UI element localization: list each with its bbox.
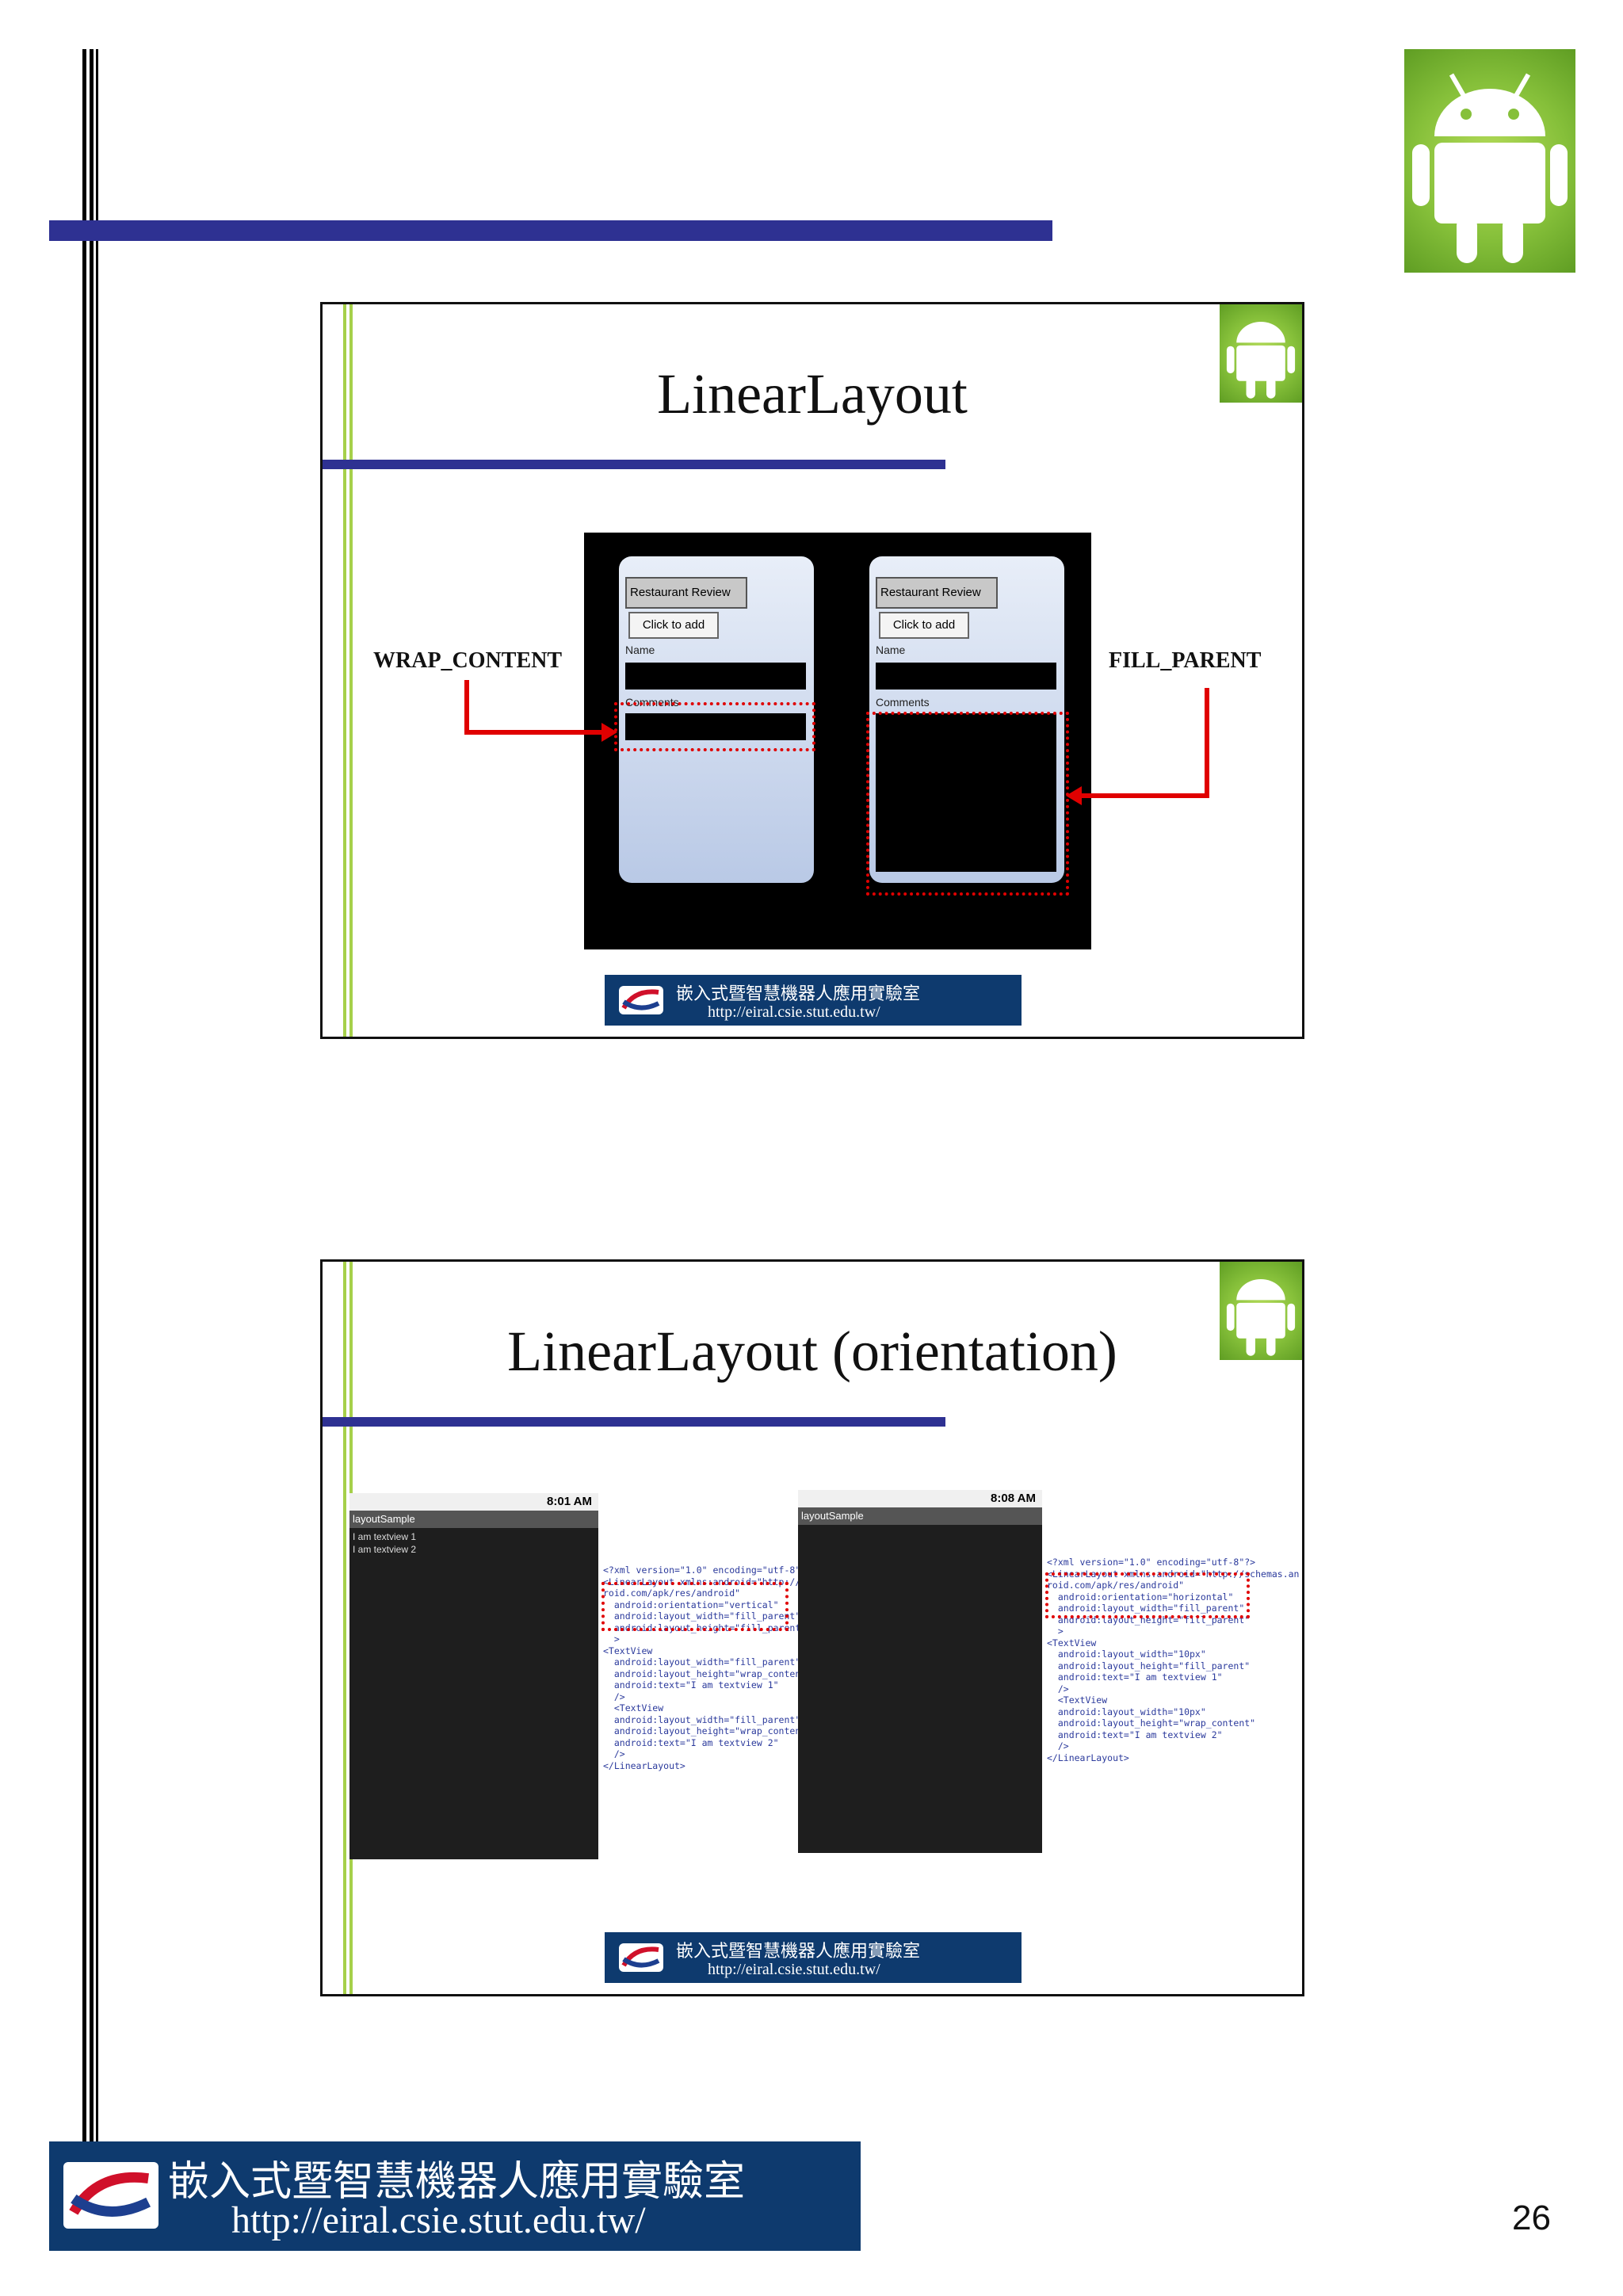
lab-banner: 嵌入式暨智慧機器人應用實驗室 http://eiral.csie.stut.ed… bbox=[605, 1932, 1022, 1983]
wrap-content-label: WRAP_CONTENT bbox=[373, 648, 563, 673]
slide-green-rule bbox=[343, 304, 346, 1037]
slide-green-rule bbox=[349, 304, 353, 1037]
android-logo-icon bbox=[1220, 1262, 1302, 1360]
app-title-bar: layoutSample bbox=[349, 1511, 598, 1528]
horizontal-layout-xml: <?xml version="1.0" encoding="utf-8"?> <… bbox=[1047, 1557, 1299, 1763]
emulator-vertical: 8:01 AM layoutSample I am textview 1 I a… bbox=[349, 1493, 598, 1859]
comments-label: Comments bbox=[876, 696, 930, 709]
android-logo-icon bbox=[1404, 49, 1575, 273]
wrap-content-highlight bbox=[614, 702, 815, 751]
layout-screenshot: Restaurant Review Click to add Name Comm… bbox=[584, 533, 1091, 949]
header-blue-bar bbox=[49, 220, 1052, 241]
slide-green-rule bbox=[343, 1262, 346, 1994]
comments-field bbox=[876, 713, 1056, 872]
left-vertical-rule-2 bbox=[90, 49, 94, 2173]
left-vertical-rule-1 bbox=[82, 49, 86, 2173]
app-title-bar: layoutSample bbox=[798, 1507, 1042, 1525]
status-time: 8:08 AM bbox=[991, 1492, 1036, 1505]
slide-thumbnail-2: LinearLayout (orientation) 8:01 AM layou… bbox=[320, 1259, 1304, 1996]
phone-right: Restaurant Review Click to add Name Comm… bbox=[869, 556, 1064, 883]
slide-title: LinearLayout (orientation) bbox=[507, 1320, 1117, 1383]
lab-name: 嵌入式暨智慧機器人應用實驗室 bbox=[676, 1942, 921, 1962]
textview-1: I am textview 1 bbox=[353, 1531, 417, 1542]
lab-banner: 嵌入式暨智慧機器人應用實驗室 http://eiral.csie.stut.ed… bbox=[605, 975, 1022, 1026]
lab-logo-icon bbox=[619, 1943, 663, 1972]
vertical-orientation-highlight bbox=[601, 1582, 789, 1631]
page-number: 26 bbox=[1512, 2199, 1551, 2237]
status-bar: 8:01 AM bbox=[349, 1493, 598, 1511]
fill-parent-arrow bbox=[1066, 688, 1209, 805]
slide-title: LinearLayout bbox=[657, 362, 968, 426]
lab-name: 嵌入式暨智慧機器人應用實驗室 bbox=[676, 984, 921, 1004]
slide-blue-bar bbox=[323, 1417, 945, 1427]
fill-parent-label: FILL_PARENT bbox=[1109, 648, 1262, 673]
name-label: Name bbox=[625, 644, 655, 656]
slide-blue-bar bbox=[323, 460, 945, 469]
name-label: Name bbox=[876, 644, 906, 656]
vertical-layout-xml: <?xml version="1.0" encoding="utf-8"?> <… bbox=[603, 1564, 801, 1771]
slide-thumbnail-1: LinearLayout Restaurant Review Click to … bbox=[320, 302, 1304, 1039]
lab-logo-icon bbox=[63, 2162, 158, 2229]
name-field bbox=[876, 663, 1056, 690]
restaurant-review-button: Restaurant Review bbox=[625, 577, 747, 609]
emulator-horizontal: 8:08 AM layoutSample bbox=[798, 1490, 1042, 1853]
phone-left: Restaurant Review Click to add Name Comm… bbox=[619, 556, 814, 883]
lab-url: http://eiral.csie.stut.edu.tw/ bbox=[231, 2199, 646, 2241]
status-time: 8:01 AM bbox=[547, 1495, 592, 1508]
lab-url: http://eiral.csie.stut.edu.tw/ bbox=[708, 1961, 880, 1978]
android-logo-icon bbox=[1220, 304, 1302, 403]
page-footer-banner: 嵌入式暨智慧機器人應用實驗室 http://eiral.csie.stut.ed… bbox=[49, 2141, 861, 2251]
status-bar: 8:08 AM bbox=[798, 1490, 1042, 1507]
lab-name: 嵌入式暨智慧機器人應用實驗室 bbox=[168, 2158, 746, 2206]
click-to-add-button: Click to add bbox=[628, 612, 719, 639]
restaurant-review-button: Restaurant Review bbox=[876, 577, 998, 609]
wrap-content-arrow bbox=[464, 680, 617, 742]
left-vertical-rule-3 bbox=[96, 49, 98, 2173]
name-field bbox=[625, 663, 806, 690]
comments-field bbox=[625, 713, 806, 740]
click-to-add-button: Click to add bbox=[879, 612, 969, 639]
lab-logo-icon bbox=[619, 986, 663, 1014]
fill-parent-highlight bbox=[866, 712, 1069, 896]
horizontal-orientation-highlight bbox=[1045, 1572, 1250, 1618]
textview-2: I am textview 2 bbox=[353, 1544, 417, 1555]
lab-url: http://eiral.csie.stut.edu.tw/ bbox=[708, 1003, 880, 1021]
